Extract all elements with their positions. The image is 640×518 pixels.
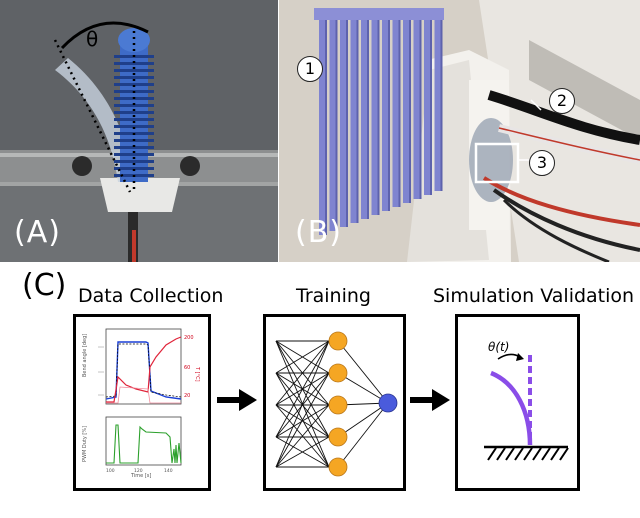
svg-text:200: 200 xyxy=(184,335,194,341)
data-plots: Bend angle [deg] T [°C] 200 60 20 PWM Du… xyxy=(82,328,200,479)
flow-arrow-2 xyxy=(410,389,450,411)
theta-t-label: θ(t) xyxy=(488,340,509,354)
svg-text:Bend angle [deg]: Bend angle [deg] xyxy=(82,334,88,377)
actuator-photo-b xyxy=(279,0,640,262)
svg-text:T [°C]: T [°C] xyxy=(194,366,200,382)
svg-text:140: 140 xyxy=(164,468,173,474)
hidden-neuron xyxy=(328,427,348,447)
simulation-box: θ(t) xyxy=(455,314,580,491)
hidden-neuron xyxy=(328,395,348,415)
svg-text:PWM Duty [%]: PWM Duty [%] xyxy=(82,426,88,462)
svg-text:20: 20 xyxy=(184,393,190,399)
output-neuron xyxy=(378,393,398,413)
svg-text:60: 60 xyxy=(184,365,190,371)
actuator-photo-a: θ xyxy=(0,0,278,262)
panel-b-label: (B) xyxy=(295,215,342,250)
hidden-neuron xyxy=(328,457,348,477)
training-box xyxy=(263,314,406,491)
step-title-simulation-validation: Simulation Validation xyxy=(433,285,635,307)
svg-text:100: 100 xyxy=(106,468,115,474)
photo-panel-a: θ (A) xyxy=(0,0,278,262)
hidden-neuron xyxy=(328,331,348,351)
hidden-neuron xyxy=(328,363,348,383)
callout-1: 1 xyxy=(297,56,323,82)
simulation-diagram: θ(t) xyxy=(484,340,569,461)
theta-label: θ xyxy=(86,27,98,51)
svg-text:120: 120 xyxy=(134,468,143,474)
panel-a-label: (A) xyxy=(14,215,61,250)
photo-panel-b: 1 2 3 (B) xyxy=(279,0,640,262)
callout-2: 2 xyxy=(549,88,575,114)
step-title-training: Training xyxy=(296,285,371,307)
svg-text:Time [s]: Time [s] xyxy=(130,473,151,479)
step-title-data-collection: Data Collection xyxy=(78,285,224,307)
panel-c-label: (C) xyxy=(22,268,67,303)
neural-network-diagram xyxy=(275,331,398,477)
data-collection-box: Bend angle [deg] T [°C] 200 60 20 PWM Du… xyxy=(73,314,211,491)
callout-3: 3 xyxy=(529,150,555,176)
flow-arrow-1 xyxy=(217,389,257,411)
